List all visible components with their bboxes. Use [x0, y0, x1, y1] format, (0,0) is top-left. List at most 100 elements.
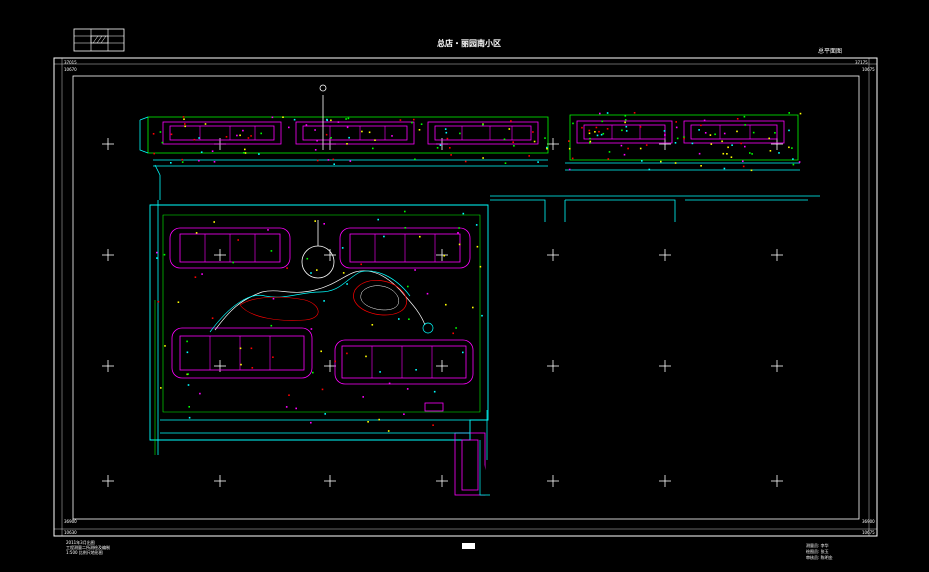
coord-top-left-sub: 10670: [64, 67, 77, 72]
survey-point: [415, 369, 417, 371]
survey-point: [177, 301, 180, 303]
survey-points: [152, 112, 802, 432]
survey-point: [267, 229, 269, 231]
survey-point: [186, 340, 188, 343]
survey-point: [624, 115, 627, 117]
survey-point: [475, 224, 478, 226]
survey-point: [260, 132, 262, 135]
survey-point: [568, 168, 571, 171]
survey-point: [187, 373, 189, 375]
survey-point: [462, 212, 465, 215]
crosshair-mark: [659, 360, 671, 372]
survey-point: [452, 332, 454, 335]
survey-point: [316, 269, 318, 271]
survey-point: [648, 168, 651, 171]
survey-point: [419, 235, 421, 238]
survey-point: [198, 159, 200, 162]
survey-point: [403, 413, 405, 415]
survey-point: [383, 235, 385, 238]
survey-point: [156, 251, 158, 254]
survey-point: [225, 136, 228, 138]
survey-point: [736, 118, 739, 120]
survey-point: [581, 126, 583, 129]
survey-point: [683, 136, 685, 138]
survey-point: [546, 147, 548, 150]
survey-point: [674, 162, 677, 164]
survey-point: [588, 129, 591, 132]
survey-point: [414, 269, 416, 271]
survey-point: [170, 162, 172, 164]
survey-point: [481, 314, 483, 317]
survey-point: [194, 276, 197, 278]
survey-point: [321, 388, 324, 391]
crosshair-mark: [547, 475, 559, 487]
coord-top-right: 37175: [855, 60, 868, 65]
survey-point: [258, 153, 260, 155]
survey-point: [332, 158, 335, 161]
survey-point: [432, 424, 434, 426]
crosshair-mark: [659, 249, 671, 261]
crosshair-grid-icon: [102, 138, 783, 487]
survey-point: [404, 227, 407, 229]
crosshair-mark: [547, 360, 559, 372]
survey-point: [768, 137, 770, 140]
survey-point: [627, 147, 629, 150]
survey-point: [240, 363, 242, 366]
survey-point: [250, 135, 252, 137]
survey-point: [698, 129, 700, 131]
survey-point: [184, 123, 186, 125]
survey-point: [408, 318, 410, 320]
survey-point: [337, 121, 340, 123]
survey-point: [740, 142, 742, 145]
survey-point: [413, 118, 415, 121]
survey-point: [482, 157, 484, 159]
survey-point: [306, 257, 309, 260]
crosshair-mark: [436, 360, 448, 372]
survey-point: [675, 126, 678, 129]
survey-point: [532, 131, 534, 133]
survey-point: [288, 394, 290, 396]
footer-right-line: 绘图员: 张玉: [806, 549, 829, 554]
survey-point: [727, 146, 729, 149]
survey-point: [312, 371, 314, 374]
scale-box: [462, 543, 475, 549]
crosshair-mark: [324, 249, 336, 261]
inner-frame: [72, 75, 860, 520]
coord-bottom-right-sub: 10675: [862, 530, 875, 535]
survey-point: [187, 384, 190, 386]
survey-point: [186, 351, 189, 354]
north-strip: [139, 84, 800, 171]
survey-point: [243, 152, 245, 154]
crosshair-mark: [436, 475, 448, 487]
survey-point: [722, 152, 725, 155]
survey-point: [160, 387, 162, 389]
survey-point: [374, 139, 376, 141]
survey-point: [691, 142, 694, 145]
survey-point: [744, 145, 746, 148]
survey-point: [462, 351, 464, 354]
survey-point: [537, 161, 539, 163]
survey-point: [676, 137, 679, 140]
survey-point: [327, 159, 330, 161]
survey-point: [345, 118, 347, 120]
survey-point: [193, 138, 196, 141]
survey-point: [606, 112, 609, 114]
survey-point: [472, 306, 474, 309]
survey-point: [362, 396, 364, 398]
survey-point: [181, 158, 183, 161]
survey-point: [674, 142, 677, 144]
north-arrow-icon: [319, 84, 327, 92]
survey-point: [508, 128, 511, 130]
survey-point: [247, 137, 250, 139]
survey-point: [774, 132, 776, 134]
survey-point: [379, 371, 381, 373]
survey-point: [589, 142, 591, 144]
survey-point: [600, 133, 603, 136]
survey-point: [346, 352, 348, 355]
survey-point: [700, 124, 702, 127]
drawing-title: 总店・丽园南小区: [437, 39, 501, 48]
survey-point: [445, 303, 447, 306]
survey-point: [365, 355, 367, 358]
